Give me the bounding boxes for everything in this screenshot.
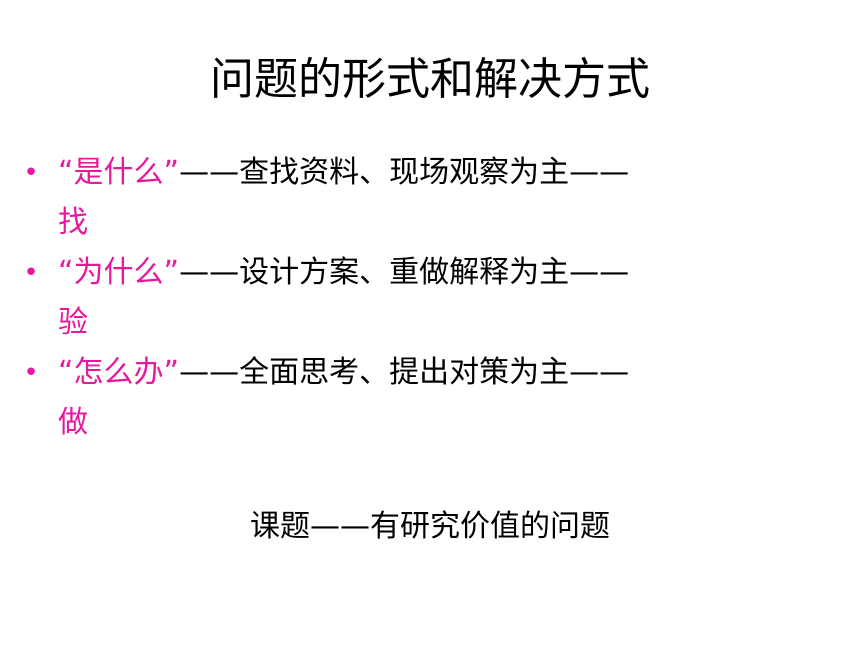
bullet-dot-icon: • xyxy=(23,358,39,388)
bullet-question: “怎么办” xyxy=(58,355,180,390)
bullet-line: “为什么”——设计方案、重做解释为主—— xyxy=(58,248,830,298)
bullet-item-why: • “为什么”——设计方案、重做解释为主—— 验 xyxy=(20,248,830,348)
bullet-key: 验 xyxy=(58,305,88,340)
bullet-key: 找 xyxy=(58,205,88,240)
bullet-dot-icon: • xyxy=(23,258,39,288)
bullet-line: “是什么”——查找资料、现场观察为主—— xyxy=(58,148,830,198)
bullet-list: • “是什么”——查找资料、现场观察为主—— 找 • “为什么”——设计方案、重… xyxy=(20,148,830,448)
slide-title: 问题的形式和解决方式 xyxy=(210,54,650,105)
bullet-question: “是什么” xyxy=(58,155,180,190)
bullet-method: ——查找资料、现场观察为主—— xyxy=(179,155,630,190)
bullet-method: ——设计方案、重做解释为主—— xyxy=(179,255,630,290)
bullet-line: “怎么办”——全面思考、提出对策为主—— xyxy=(58,348,830,398)
footer-text: 课题——有研究价值的问题 xyxy=(250,509,610,544)
bullet-item-how: • “怎么办”——全面思考、提出对策为主—— 做 xyxy=(20,348,830,448)
bullet-key: 做 xyxy=(58,405,88,440)
bullet-item-what: • “是什么”——查找资料、现场观察为主—— 找 xyxy=(20,148,830,248)
bullet-question: “为什么” xyxy=(58,255,180,290)
bullet-method: ——全面思考、提出对策为主—— xyxy=(179,355,630,390)
bullet-dot-icon: • xyxy=(23,158,39,188)
